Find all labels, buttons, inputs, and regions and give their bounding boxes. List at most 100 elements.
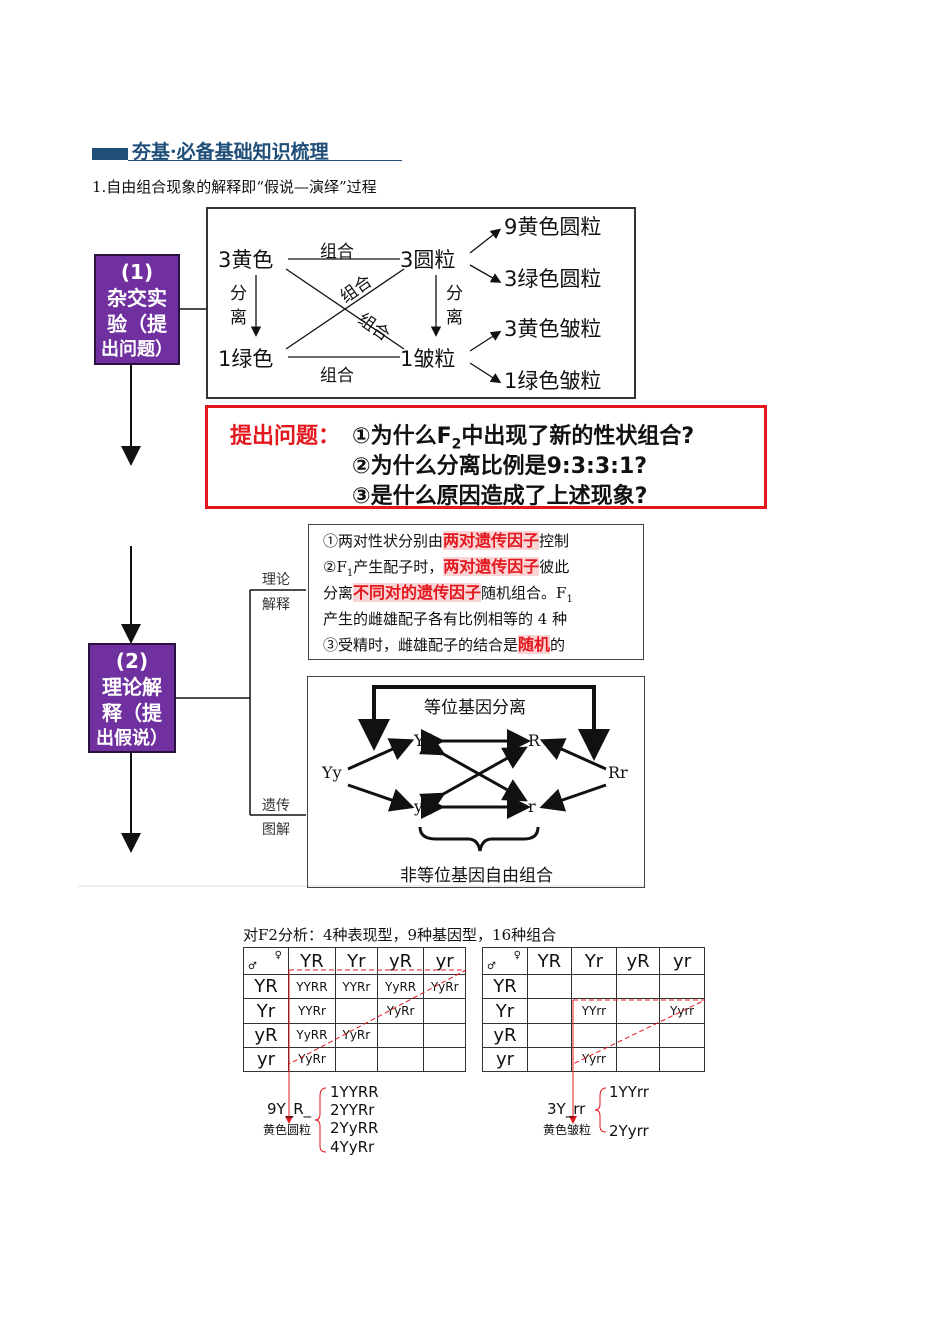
column-header: YR: [527, 946, 572, 976]
allele-separation: 等位基因分离: [424, 698, 526, 718]
step2-box: (2) 理论解 释（提 出假说）: [88, 643, 176, 753]
theory-sub: 1: [566, 594, 573, 605]
corner-cell: ♂♀: [243, 946, 289, 976]
genotype-cell: YYRr: [334, 974, 378, 1000]
column-header: yr: [423, 946, 466, 976]
step2-line: 出假说）: [96, 728, 168, 749]
flow-lines: [78, 308, 646, 887]
male-symbol: ♂: [248, 961, 257, 973]
column-header: Yr: [570, 946, 618, 976]
heading-bar: [92, 148, 128, 160]
column-header: yR: [376, 946, 425, 976]
theory-highlight: 两对遗传因子: [443, 557, 540, 576]
theory-text: 的: [550, 636, 566, 654]
genotype-cell: [376, 1046, 425, 1073]
separate-label: 离: [230, 308, 247, 328]
genetic-label-a: 遗传: [262, 798, 290, 814]
genotype-cell: [527, 998, 572, 1024]
theory-line-1: ①两对性状分别由两对遗传因子控制: [323, 528, 569, 554]
question-3: ③是什么原因造成了上述现象?: [352, 484, 648, 509]
female-symbol: ♀: [513, 950, 521, 961]
theory-line-4: 产生的雌雄配子各有比例相等的 4 种: [323, 610, 568, 628]
row-header: yr: [243, 1046, 289, 1073]
question-1: ①为什么F2中出现了新的性状组合?: [352, 418, 694, 452]
column-header: yR: [615, 946, 661, 976]
question-2: ②为什么分离比例是9:3:3:1?: [352, 454, 648, 479]
step1-line: (1): [120, 260, 154, 284]
theory-text: ③受精时，雌雄配子的结合是: [323, 636, 519, 654]
genotype-cell: [659, 974, 705, 1000]
heading-underline: [128, 160, 402, 161]
theory-line-2: ②F1产生配子时，两对遗传因子彼此: [323, 554, 569, 587]
yellow-3: 3黄色: [218, 248, 274, 272]
question-1-a: ①为什么F: [352, 424, 452, 449]
genotype-cell: YYRr: [288, 998, 336, 1024]
result-item: 3黄色皱粒: [504, 317, 602, 341]
genotype-cell: [570, 974, 618, 1000]
genotype-cell: Yyrr: [570, 1046, 618, 1073]
question-1-sub: 2: [451, 436, 462, 453]
theory-highlight: 随机: [518, 635, 551, 654]
female-symbol: ♀: [274, 950, 282, 961]
genotype-cell: [423, 1022, 466, 1048]
punnett-overlay: [285, 969, 706, 1153]
theory-sub: 1: [346, 568, 354, 579]
column-header: YR: [288, 946, 336, 976]
theory-label-b: 解释: [262, 597, 290, 613]
theory-text: 彼此: [539, 558, 570, 576]
genetic-arrows: [347, 685, 610, 852]
genotype-cell: [615, 1046, 661, 1073]
row-header: YR: [482, 974, 528, 1000]
right-ratio: 3Y_rr: [547, 1100, 586, 1118]
theory-highlight: 不同对的遗传因子: [353, 583, 482, 602]
corner-cell: ♂♀: [482, 946, 528, 976]
step1-line: 出问题）: [101, 339, 173, 360]
theory-text: ①两对性状分别由: [323, 532, 444, 550]
row-header: yR: [243, 1022, 289, 1048]
left-genotype: 4YyRr: [330, 1138, 375, 1156]
left-genotype: 2YYRr: [330, 1101, 375, 1119]
gene-y: y: [414, 797, 424, 816]
cross-lines: [250, 228, 502, 384]
step1-line: 验（提: [107, 312, 167, 336]
gene-Y: Y: [414, 731, 425, 750]
left-phenotype: 黄色圆粒: [263, 1123, 312, 1137]
separate-label: 离: [446, 308, 463, 328]
genotype-cell: [659, 1022, 705, 1048]
right-genotype: 2Yyrr: [609, 1122, 649, 1140]
theory-text: 产生配子时，: [353, 558, 444, 576]
separate-label: 分: [230, 284, 247, 304]
result-item: 3绿色圆粒: [504, 267, 602, 291]
result-item: 1绿色皱粒: [504, 369, 602, 393]
cross-diagram: 3黄色 1绿色 3圆粒 1皱粒 组合 组合 组合 组合 分 离 分 离 9黄色圆…: [206, 207, 636, 399]
section-title: 夯基·必备基础知识梳理: [132, 141, 329, 163]
step2-line: 释（提: [102, 701, 162, 725]
gene-Yy: Yy: [322, 763, 342, 782]
green-1: 1绿色: [218, 347, 274, 371]
question-prefix: 提出问题：: [230, 424, 341, 449]
theory-label-a: 理论: [262, 572, 290, 588]
intro-text: 1.自由组合现象的解释即“假说—演绎”过程: [92, 178, 377, 196]
row-header: yr: [482, 1046, 528, 1073]
step1-box: (1) 杂交实 验（提 出问题）: [94, 254, 180, 365]
step2-line: (2): [115, 649, 149, 673]
question-1-b: 中出现了新的性状组合?: [461, 424, 695, 449]
left-ratio: 9Y_R_: [267, 1100, 312, 1118]
genotype-cell: [527, 974, 572, 1000]
genotype-cell: YyRr: [376, 998, 425, 1024]
genotype-cell: YyRR: [376, 974, 425, 1000]
genotype-cell: [334, 1046, 378, 1073]
f2-caption: 对F2分析：4种表现型，9种基因型，16种组合: [243, 926, 557, 944]
gene-r: r: [528, 797, 536, 816]
theory-box: ①两对性状分别由两对遗传因子控制 ②F1产生配子时，两对遗传因子彼此 分离不同对…: [308, 524, 644, 660]
right-genotype: 1YYrr: [609, 1083, 649, 1101]
genotype-cell: [527, 1022, 572, 1048]
theory-text: ②F: [323, 558, 347, 576]
combine-label: 组合: [320, 242, 354, 262]
section-heading: 夯基·必备基础知识梳理: [92, 137, 402, 163]
theory-text: 随机组合。F: [481, 584, 567, 602]
theory-text: 控制: [539, 532, 570, 550]
gene-R: R: [528, 731, 541, 750]
